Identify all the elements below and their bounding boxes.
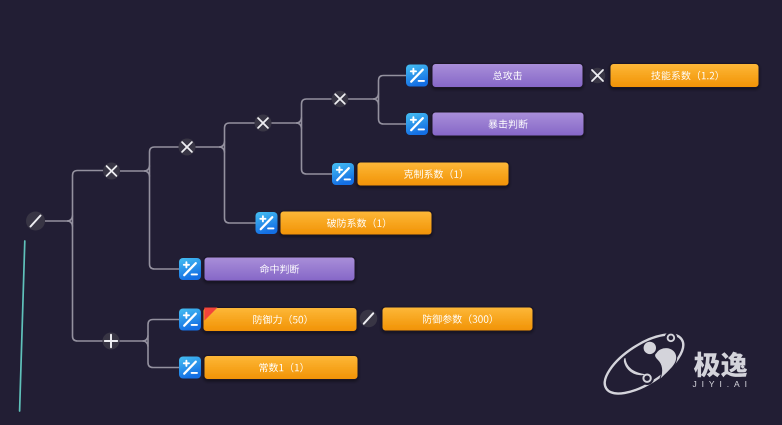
svg-text:JIYI.AI: JIYI.AI — [693, 379, 752, 389]
